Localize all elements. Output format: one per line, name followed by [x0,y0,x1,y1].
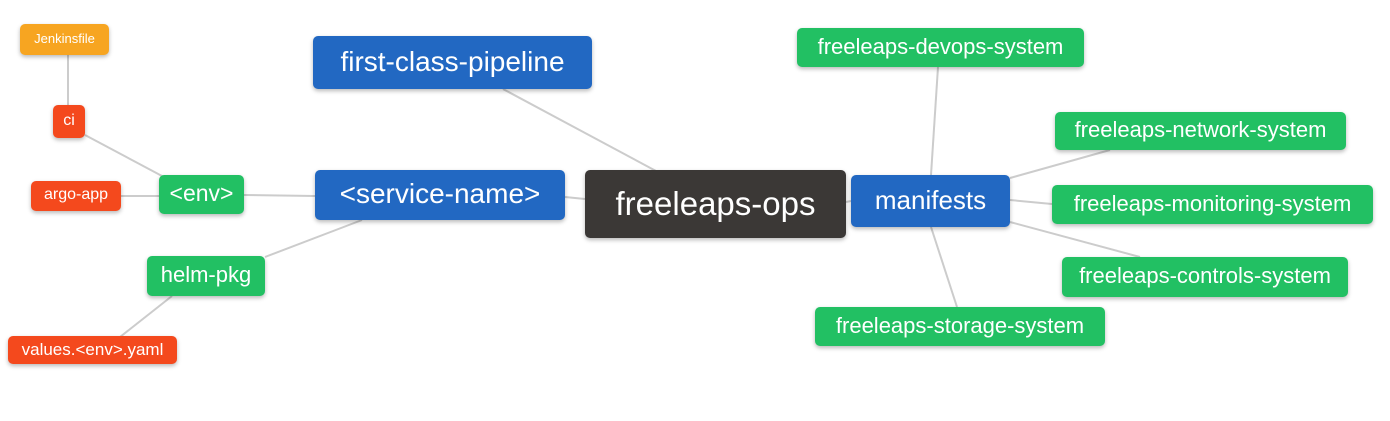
node-jenkinsfile[interactable]: Jenkinsfile [20,24,109,55]
node-service-name[interactable]: <service-name> [315,170,565,220]
node-label-ci: ci [63,111,75,129]
edge-manifests-to-freeleaps-monitoring-system [1009,199,1053,205]
edge-values-env-yaml-to-helm-pkg [119,295,173,338]
edge-manifests-to-freeleaps-network-system [1009,149,1111,179]
node-label-jenkinsfile: Jenkinsfile [34,31,95,46]
node-freeleaps-storage-system[interactable]: freeleaps-storage-system [815,307,1105,346]
node-argo-app[interactable]: argo-app [31,181,121,211]
node-label-first-class-pipeline: first-class-pipeline [340,45,565,77]
node-label-argo-app: argo-app [43,186,109,203]
edge-manifests-to-freeleaps-devops-system [930,66,939,176]
node-label-freeleaps-devops-system: freeleaps-devops-system [817,33,1064,59]
node-label-service-name: <service-name> [339,178,541,209]
edge-env-to-service-name [243,194,316,197]
node-values-env-yaml[interactable]: values.<env>.yaml [8,336,177,364]
node-freeleaps-network-system[interactable]: freeleaps-network-system [1055,112,1346,150]
node-freeleaps-controls-system[interactable]: freeleaps-controls-system [1062,257,1348,297]
edge-manifests-to-freeleaps-controls-system [1009,221,1141,258]
node-label-freeleaps-controls-system: freeleaps-controls-system [1079,263,1331,288]
node-freeleaps-ops[interactable]: freeleaps-ops [585,170,846,238]
node-label-freeleaps-storage-system: freeleaps-storage-system [835,312,1085,338]
node-first-class-pipeline[interactable]: first-class-pipeline [313,36,592,89]
node-label-manifests: manifests [874,185,987,215]
node-env[interactable]: <env> [159,175,244,214]
node-freeleaps-monitoring-system[interactable]: freeleaps-monitoring-system [1052,185,1373,224]
node-label-helm-pkg: helm-pkg [160,262,252,287]
node-ci[interactable]: ci [53,105,85,138]
node-label-freeleaps-monitoring-system: freeleaps-monitoring-system [1073,190,1352,216]
node-label-freeleaps-ops: freeleaps-ops [615,184,816,222]
node-label-values-env-yaml: values.<env>.yaml [21,339,164,359]
edge-ci-to-env [84,134,163,177]
edge-service-name-to-freeleaps-ops [564,196,586,200]
node-helm-pkg[interactable]: helm-pkg [147,256,265,296]
edge-helm-pkg-to-service-name [264,219,363,258]
node-label-env: <env> [169,180,234,206]
edge-first-class-pipeline-to-freeleaps-ops [502,88,657,172]
edge-manifests-to-freeleaps-storage-system [930,226,958,308]
node-manifests[interactable]: manifests [851,175,1010,227]
node-label-freeleaps-network-system: freeleaps-network-system [1074,117,1327,142]
node-freeleaps-devops-system[interactable]: freeleaps-devops-system [797,28,1084,67]
